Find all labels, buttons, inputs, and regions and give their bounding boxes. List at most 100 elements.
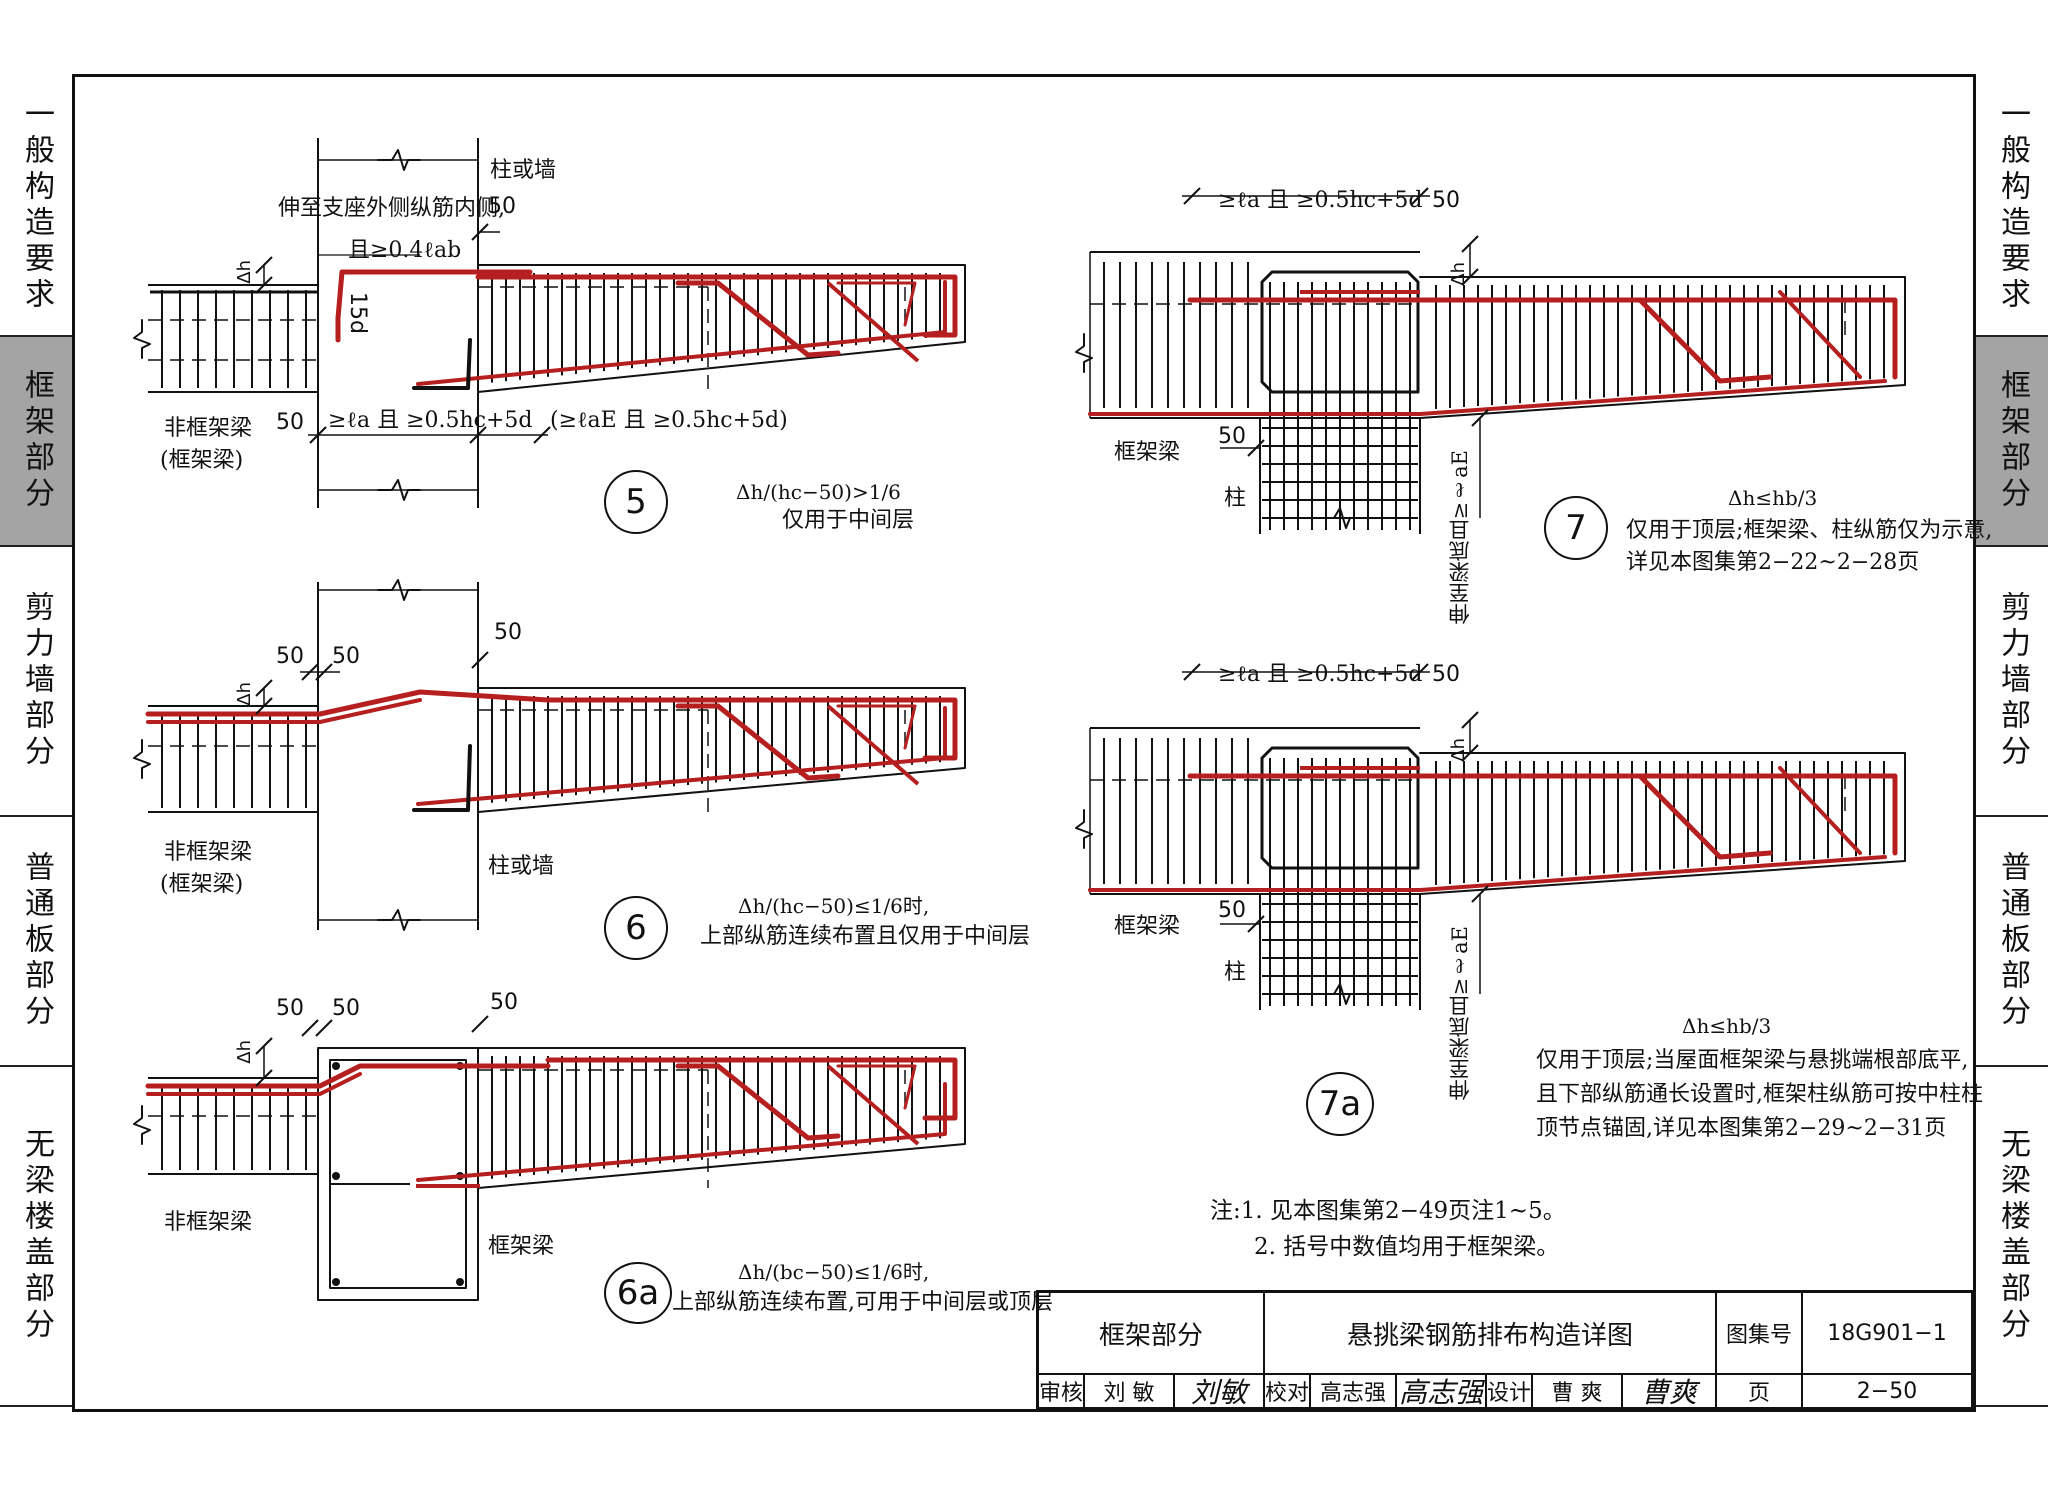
- d7-condition: Δh≤hb/3: [1728, 486, 1818, 510]
- d6a-label-nonframe: 非框架梁: [164, 1210, 253, 1235]
- tb-designer: 曹 爽: [1532, 1374, 1622, 1408]
- detail-5-drawing: [133, 138, 966, 508]
- break-mark: [133, 319, 151, 359]
- bottom-rebar: [416, 1082, 947, 1182]
- dim-tick: [1471, 409, 1489, 427]
- dim-tick: [315, 663, 333, 681]
- top-rebar: [1187, 297, 1898, 380]
- left-section-tabs: 一般构造要求框架部分剪力墙部分普通板部分无梁楼盖部分: [0, 77, 72, 1409]
- d7a-label-vert: 伸至梁底且≥ℓaE: [1448, 926, 1472, 1101]
- right-tab-5: 无梁楼盖部分: [1976, 1067, 2048, 1407]
- note-line-2: 2. 括号中数值均用于框架梁。: [1254, 1234, 1560, 1260]
- d6a-dim-50-c: 50: [490, 990, 518, 1015]
- dim-tick: [1461, 235, 1479, 253]
- d5-label-dh: Δh: [234, 260, 255, 284]
- dim-tick: [255, 276, 273, 294]
- top-rebar: [545, 697, 958, 761]
- continuous-top-bar: [145, 1063, 551, 1089]
- dim-tick: [1461, 268, 1479, 286]
- right-tab-4: 普通板部分: [1976, 817, 2048, 1067]
- right-section-tabs: 一般构造要求框架部分剪力墙部分普通板部分无梁楼盖部分: [1976, 77, 2048, 1409]
- tb-design-signature: 曹爽: [1622, 1374, 1716, 1409]
- tb-page-no: 2−50: [1802, 1374, 1972, 1408]
- continuous-top-bar-2: [146, 698, 422, 724]
- d6a-condition: Δh/(bc−50)≤1/6时,: [738, 1260, 930, 1284]
- d5-dim-50-top: 50: [488, 194, 516, 219]
- bent-rebar: [675, 280, 841, 358]
- stirrup-box: [329, 1059, 467, 1289]
- d5-label-0-4lab: 且≥0.4ℓab: [348, 238, 462, 263]
- dim-tick: [309, 426, 327, 444]
- dim-tick: [1183, 187, 1201, 205]
- bent-rebar: [1637, 297, 1773, 384]
- d7-dim-50-left: 50: [1218, 424, 1246, 449]
- tab-label: 普通板部分: [19, 851, 54, 1031]
- d7-marker: 7: [1544, 496, 1608, 560]
- break-mark: [377, 909, 421, 931]
- tab-label: 框架部分: [1995, 369, 2030, 513]
- bent-rebar-2: [1778, 290, 1862, 379]
- break-mark: [377, 149, 421, 171]
- d6a-dim-50-b: 50: [332, 996, 360, 1021]
- rebar-dot: [332, 1172, 340, 1180]
- d7-desc-1: 仅用于顶层;框架梁、柱纵筋仅为示意,: [1626, 518, 1993, 543]
- right-tab-1: 一般构造要求: [1976, 77, 2048, 337]
- d5-marker: 5: [604, 470, 668, 534]
- dim-tick: [255, 679, 273, 697]
- d5-label-la: ≥ℓa 且 ≥0.5hc+5d: [328, 408, 533, 433]
- dim-tick: [1461, 744, 1479, 762]
- bottom-rebar: [416, 280, 947, 386]
- tab-label: 框架部分: [19, 369, 54, 513]
- dim-tick: [1183, 663, 1201, 681]
- tb-check-signature: 高志强: [1396, 1374, 1486, 1409]
- d7a-condition: Δh≤hb/3: [1682, 1014, 1772, 1038]
- cantilever-outline: [477, 1047, 966, 1189]
- detail-6-drawing: [133, 579, 966, 931]
- d5-condition: Δh/(hc−50)>1/6: [736, 480, 901, 504]
- d6-scope: 上部纵筋连续布置且仅用于中间层: [700, 924, 1031, 949]
- d7-label-frame: 框架梁: [1114, 440, 1181, 465]
- break-mark: [133, 1105, 151, 1145]
- d7a-label-la: ≥ℓa 且 ≥0.5hc+5d: [1218, 662, 1423, 687]
- rebar-dot: [456, 1278, 464, 1286]
- d7a-dim-50-left: 50: [1218, 898, 1246, 923]
- dim-tick: [1411, 663, 1429, 681]
- tb-atlas-label: 图集号: [1716, 1292, 1802, 1374]
- d7a-dim-50-top: 50: [1432, 662, 1460, 687]
- d7a-label-col: 柱: [1224, 960, 1247, 985]
- bent-rebar-2: [1778, 766, 1862, 855]
- d6-marker: 6: [604, 896, 668, 960]
- left-tab-2: 框架部分: [0, 337, 72, 547]
- top-rebar-2: [836, 281, 917, 327]
- d6-condition: Δh/(hc−50)≤1/6时,: [738, 894, 930, 918]
- rebar-dot: [332, 1062, 340, 1070]
- tb-check-label: 校对: [1264, 1374, 1310, 1408]
- tab-label: 一般构造要求: [1995, 98, 2030, 314]
- tb-atlas-no: 18G901−1: [1802, 1292, 1972, 1374]
- break-mark: [377, 579, 421, 601]
- bottom-hook: [412, 338, 472, 390]
- title-block: 框架部分 悬挑梁钢筋排布构造详图 图集号 18G901−1 审核 刘 敏 刘敏 …: [1036, 1290, 1974, 1410]
- tb-page-label: 页: [1716, 1374, 1802, 1408]
- dim-tick: [1247, 915, 1265, 933]
- tb-reviewer: 刘 敏: [1084, 1374, 1174, 1408]
- break-mark: [133, 739, 151, 779]
- d7a-desc-2: 且下部纵筋通长设置时,框架柱纵筋可按中柱柱: [1536, 1082, 1983, 1107]
- dim-tick: [1247, 439, 1265, 457]
- d7-label-dh: Δh: [1448, 262, 1469, 286]
- detail-7-drawing: [1075, 187, 1906, 534]
- d7a-label-dh: Δh: [1448, 738, 1469, 762]
- d7-label-vert: 伸至梁底且≥ℓaE: [1448, 450, 1472, 625]
- cantilever-outline: [477, 264, 966, 393]
- bottom-hook: [412, 744, 472, 812]
- dim-tick: [471, 223, 489, 241]
- d6a-marker: 6a: [604, 1262, 672, 1324]
- d5-scope: 仅用于中间层: [782, 508, 915, 533]
- d6a-label-dh: Δh: [234, 1040, 255, 1064]
- d7a-label-frame: 框架梁: [1114, 914, 1181, 939]
- d6-label-frame-paren: (框架梁): [160, 872, 244, 897]
- transverse-beam: [317, 1047, 479, 1301]
- continuous-top-bar: [145, 689, 551, 717]
- dim-tick: [1411, 187, 1429, 205]
- bent-rebar-2: [826, 281, 920, 363]
